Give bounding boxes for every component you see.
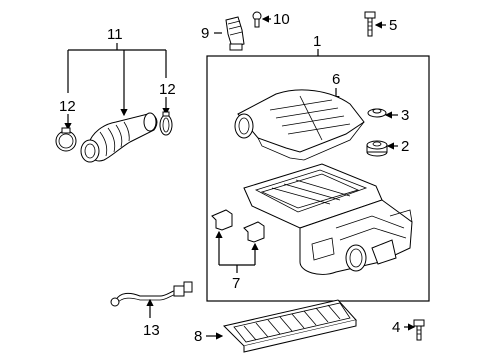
callout-12-left: 12 <box>59 98 76 115</box>
leader-11 <box>67 43 167 117</box>
callout-1: 1 <box>313 33 321 50</box>
hose-13-part <box>110 281 193 307</box>
callout-12-right: 12 <box>159 81 176 98</box>
callout-9: 9 <box>201 25 209 42</box>
clamp-left-part <box>55 127 77 152</box>
mount-2-part <box>366 140 388 157</box>
clamp-right-part <box>159 111 173 136</box>
intake-duct-part <box>80 112 158 163</box>
callout-10: 10 <box>273 11 290 28</box>
bracket-7b-part <box>243 221 265 243</box>
air-filter-element-part <box>223 299 357 353</box>
mass-airflow-sensor-part <box>225 16 245 51</box>
leader-7 <box>215 230 259 273</box>
screw-10-part <box>252 11 262 28</box>
grommet-3-part <box>367 108 387 118</box>
air-cleaner-housing-part <box>243 163 413 275</box>
callout-4: 4 <box>392 319 400 336</box>
bolt-5-part <box>364 11 376 37</box>
callout-6: 6 <box>332 71 340 88</box>
callout-8: 8 <box>194 328 202 345</box>
bracket-7a-part <box>211 209 233 231</box>
callout-2: 2 <box>401 138 409 155</box>
callout-11: 11 <box>107 26 123 43</box>
callout-3: 3 <box>401 107 409 124</box>
bolt-4-part <box>413 319 425 341</box>
callout-7: 7 <box>232 275 240 292</box>
callout-5: 5 <box>389 17 397 34</box>
air-cleaner-cover-part <box>234 89 365 161</box>
callout-13: 13 <box>143 322 160 339</box>
